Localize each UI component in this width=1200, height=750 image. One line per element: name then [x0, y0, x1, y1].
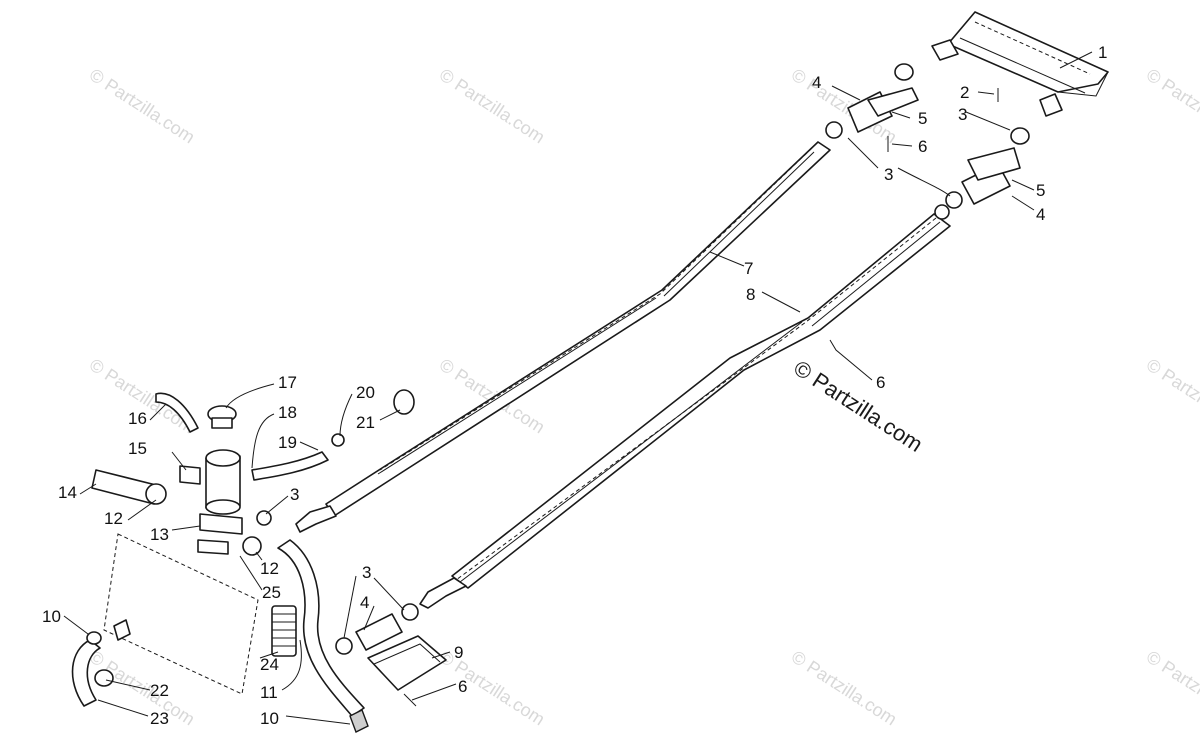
callout-2: 2	[960, 83, 969, 102]
callout-17: 17	[278, 373, 297, 392]
coolant-tank-assembly	[91, 389, 415, 556]
watermark: © Partzilla.com	[788, 647, 901, 730]
callout-12: 12	[260, 559, 279, 578]
callout-1: 1	[1098, 43, 1107, 62]
callout-5: 5	[1036, 181, 1045, 200]
watermark: © Partzilla.com	[1143, 355, 1200, 438]
heat-exchanger-plate	[931, 11, 1109, 117]
rail-tube-8	[419, 204, 951, 609]
callout-4: 4	[360, 593, 369, 612]
watermark: © Partzilla.com	[436, 65, 549, 148]
callout-11: 11	[260, 683, 278, 702]
callout-3: 3	[884, 165, 893, 184]
leader-lines	[63, 51, 1093, 725]
watermark: © Partzilla.com	[1143, 647, 1200, 730]
callout-8: 8	[746, 285, 755, 304]
callout-3: 3	[958, 105, 967, 124]
callout-16: 16	[128, 409, 147, 428]
radiator	[103, 533, 259, 695]
callout-24: 24	[260, 655, 279, 674]
callout-6: 6	[918, 137, 927, 156]
callout-19: 19	[278, 433, 297, 452]
callout-4: 4	[1036, 205, 1045, 224]
watermark: © Partzilla.com	[1143, 65, 1200, 148]
callout-10: 10	[42, 607, 61, 626]
callout-20: 20	[356, 383, 375, 402]
spring-24	[271, 605, 297, 657]
callout-18: 18	[278, 403, 297, 422]
rail-tube-7	[295, 141, 831, 533]
callout-6: 6	[458, 677, 467, 696]
callout-21: 21	[356, 413, 375, 432]
callout-3: 3	[290, 485, 299, 504]
callout-10: 10	[260, 709, 279, 728]
callout-25: 25	[262, 583, 281, 602]
lower-connector-group	[335, 603, 447, 707]
watermark: © Partzilla.com	[86, 65, 199, 148]
callout-6: 6	[876, 373, 885, 392]
callout-4: 4	[812, 73, 821, 92]
main-watermark: © Partzilla.com	[789, 355, 927, 457]
callout-23: 23	[150, 709, 169, 728]
upper-connector-group	[825, 63, 1030, 209]
callout-14: 14	[58, 483, 77, 502]
callout-3: 3	[362, 563, 371, 582]
callout-13: 13	[150, 525, 169, 544]
hose-11	[277, 539, 369, 733]
callout-15: 15	[128, 439, 147, 458]
callout-5: 5	[918, 109, 927, 128]
hose-23	[71, 631, 114, 707]
watermark: © Partzilla.com	[436, 647, 549, 730]
callout-9: 9	[454, 643, 463, 662]
callout-22: 22	[150, 681, 169, 700]
callout-12: 12	[104, 509, 123, 528]
callout-7: 7	[744, 259, 753, 278]
callout-labels: 1 2 3 3 3 3 4 4 4 5 5 6 6 6 7 8 9 10 10 …	[42, 43, 1107, 728]
